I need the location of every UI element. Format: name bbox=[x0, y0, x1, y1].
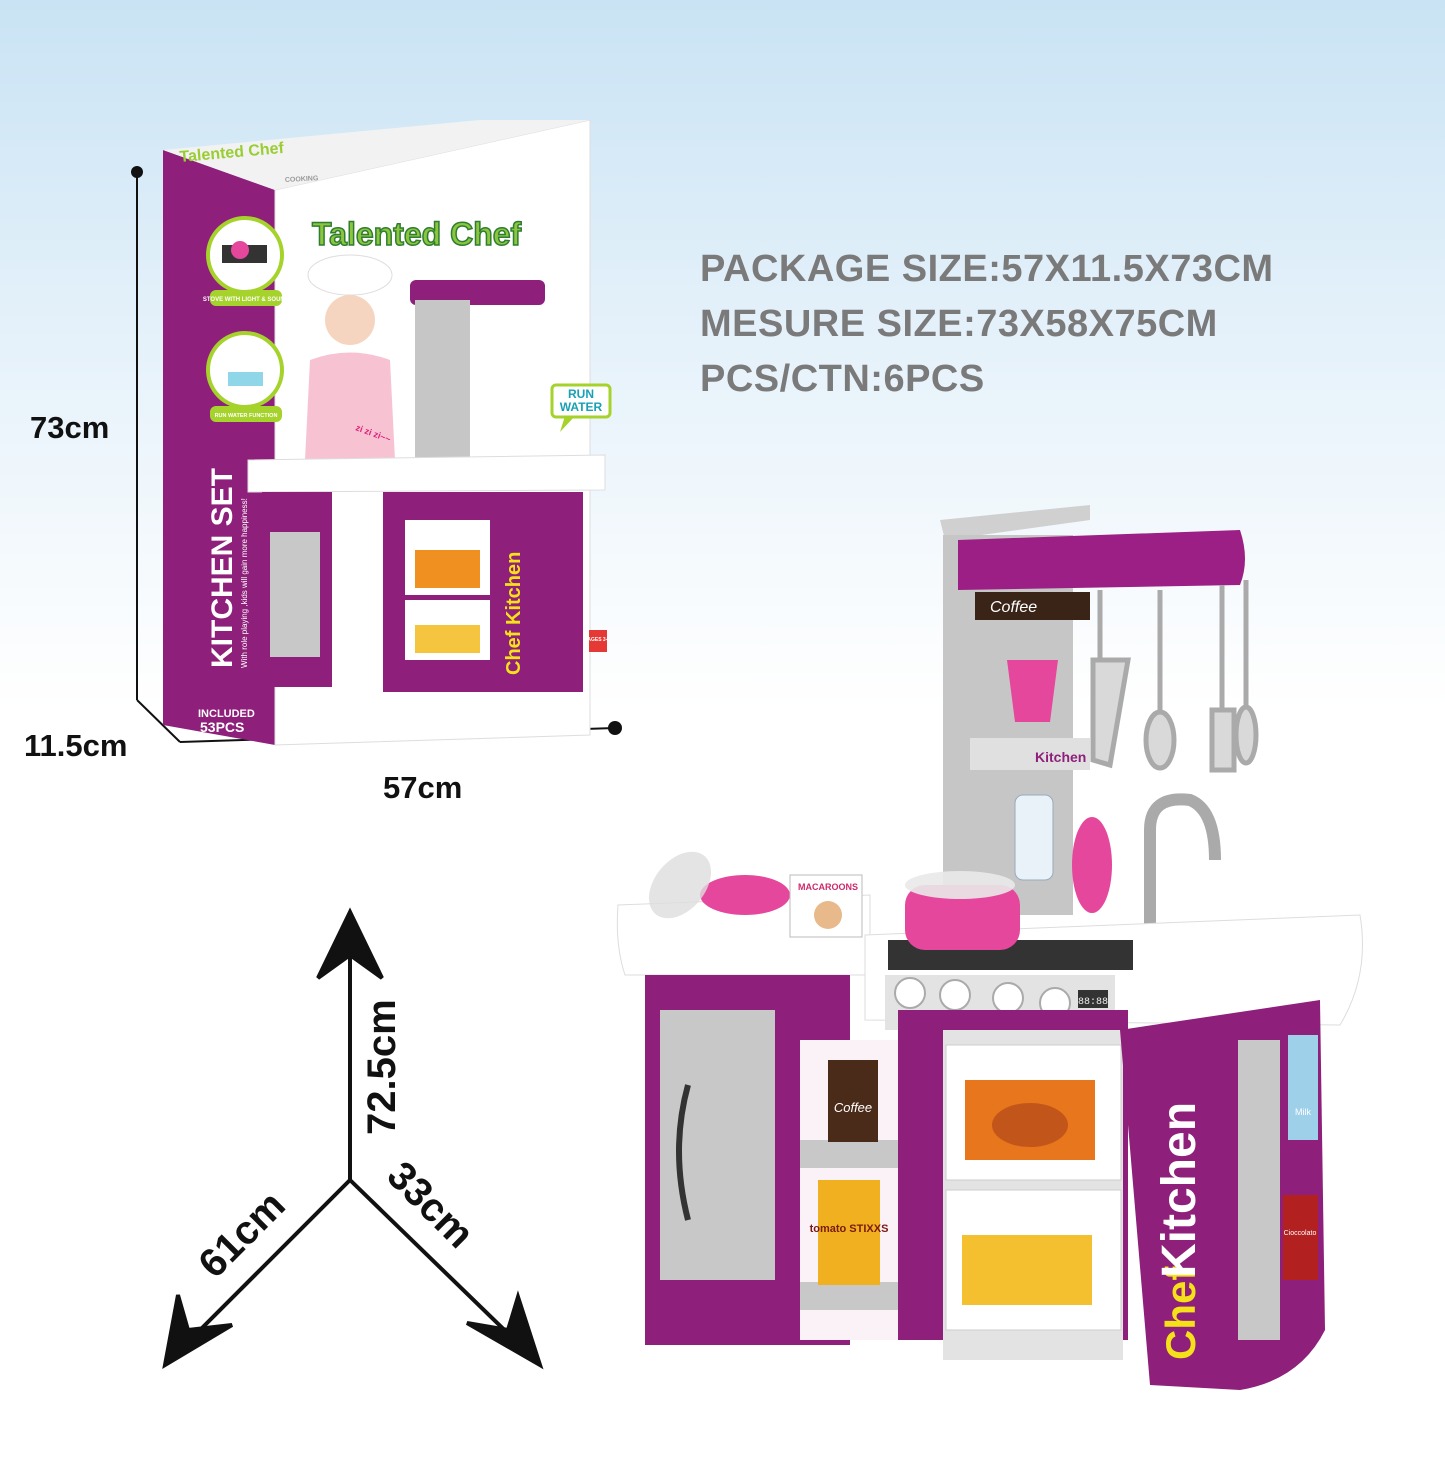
svg-text:Kitchen: Kitchen bbox=[1035, 749, 1086, 765]
measure-size-text: MESURE SIZE:73X58X75CM bbox=[700, 303, 1218, 345]
cup bbox=[1007, 660, 1058, 722]
box-width-label: 57cm bbox=[383, 770, 463, 805]
water-bottle bbox=[1014, 794, 1054, 881]
cioccolato-box bbox=[1283, 1195, 1318, 1280]
svg-text:With role playing ,kids will g: With role playing ,kids will gain more h… bbox=[240, 498, 249, 668]
svg-text:Chef: Chef bbox=[1157, 1266, 1204, 1360]
svg-text:88:88: 88:88 bbox=[1078, 997, 1108, 1008]
product-height-label: 72.5cm bbox=[360, 999, 404, 1135]
box-brand-logo: Talented Chef bbox=[312, 216, 522, 252]
arrow-left-icon bbox=[162, 1294, 234, 1369]
svg-text:COOKING: COOKING bbox=[285, 175, 319, 184]
arrow-right-icon bbox=[466, 1290, 544, 1370]
svg-text:AGES 3+: AGES 3+ bbox=[587, 637, 608, 643]
faucet bbox=[1144, 793, 1221, 930]
arrow-up-icon bbox=[316, 907, 384, 980]
product-right-label: 33cm bbox=[379, 1153, 482, 1256]
water-feature-icon bbox=[206, 331, 284, 409]
kitchen-playset: Coffee Kitchen 88:88 MA bbox=[616, 505, 1363, 1390]
pan-lid bbox=[648, 851, 712, 919]
box-depth-label: 11.5cm bbox=[24, 728, 128, 763]
svg-text:tomato STIXXS: tomato STIXXS bbox=[810, 1223, 889, 1235]
package-box: Talented Chef COOKING STOVE WITH LIGHT &… bbox=[163, 119, 612, 746]
svg-text:Chef Kitchen: Chef Kitchen bbox=[503, 552, 525, 675]
coffee-pack bbox=[828, 1060, 878, 1142]
product-dimension-arrows bbox=[162, 907, 544, 1370]
svg-text:Cioccolato: Cioccolato bbox=[1284, 1230, 1317, 1237]
svg-text:STOVE WITH LIGHT & SOUND: STOVE WITH LIGHT & SOUND bbox=[203, 297, 290, 303]
svg-text:INCLUDED: INCLUDED bbox=[198, 708, 255, 720]
run-water-label: RUN WATER bbox=[559, 387, 603, 414]
svg-text:KITCHEN SET: KITCHEN SET bbox=[206, 468, 239, 668]
svg-text:Kitchen: Kitchen bbox=[1153, 1102, 1206, 1278]
pcs-per-carton-text: PCS/CTN:6PCS bbox=[700, 358, 985, 400]
milk-carton bbox=[1288, 1035, 1318, 1140]
tomato-stixxs-box bbox=[818, 1180, 880, 1285]
cooking-pot bbox=[905, 885, 1020, 950]
hanging-utensils bbox=[1090, 580, 1259, 773]
run-water-bubble bbox=[550, 383, 612, 419]
svg-text:Coffee: Coffee bbox=[834, 1100, 872, 1115]
plate bbox=[1072, 817, 1112, 913]
kitchen-hood bbox=[958, 530, 1245, 590]
svg-text:Coffee: Coffee bbox=[990, 599, 1037, 616]
box-height-label: 73cm bbox=[30, 410, 110, 445]
product-left-label: 61cm bbox=[190, 1183, 293, 1286]
svg-text:Milk: Milk bbox=[1295, 1107, 1311, 1117]
svg-text:53PCS: 53PCS bbox=[200, 719, 244, 735]
svg-text:RUN WATER FUNCTION: RUN WATER FUNCTION bbox=[215, 413, 278, 419]
svg-text:MACAROONS: MACAROONS bbox=[798, 882, 858, 892]
package-size-text: PACKAGE SIZE:57X11.5X73CM bbox=[700, 248, 1274, 290]
frying-pan bbox=[700, 875, 790, 915]
